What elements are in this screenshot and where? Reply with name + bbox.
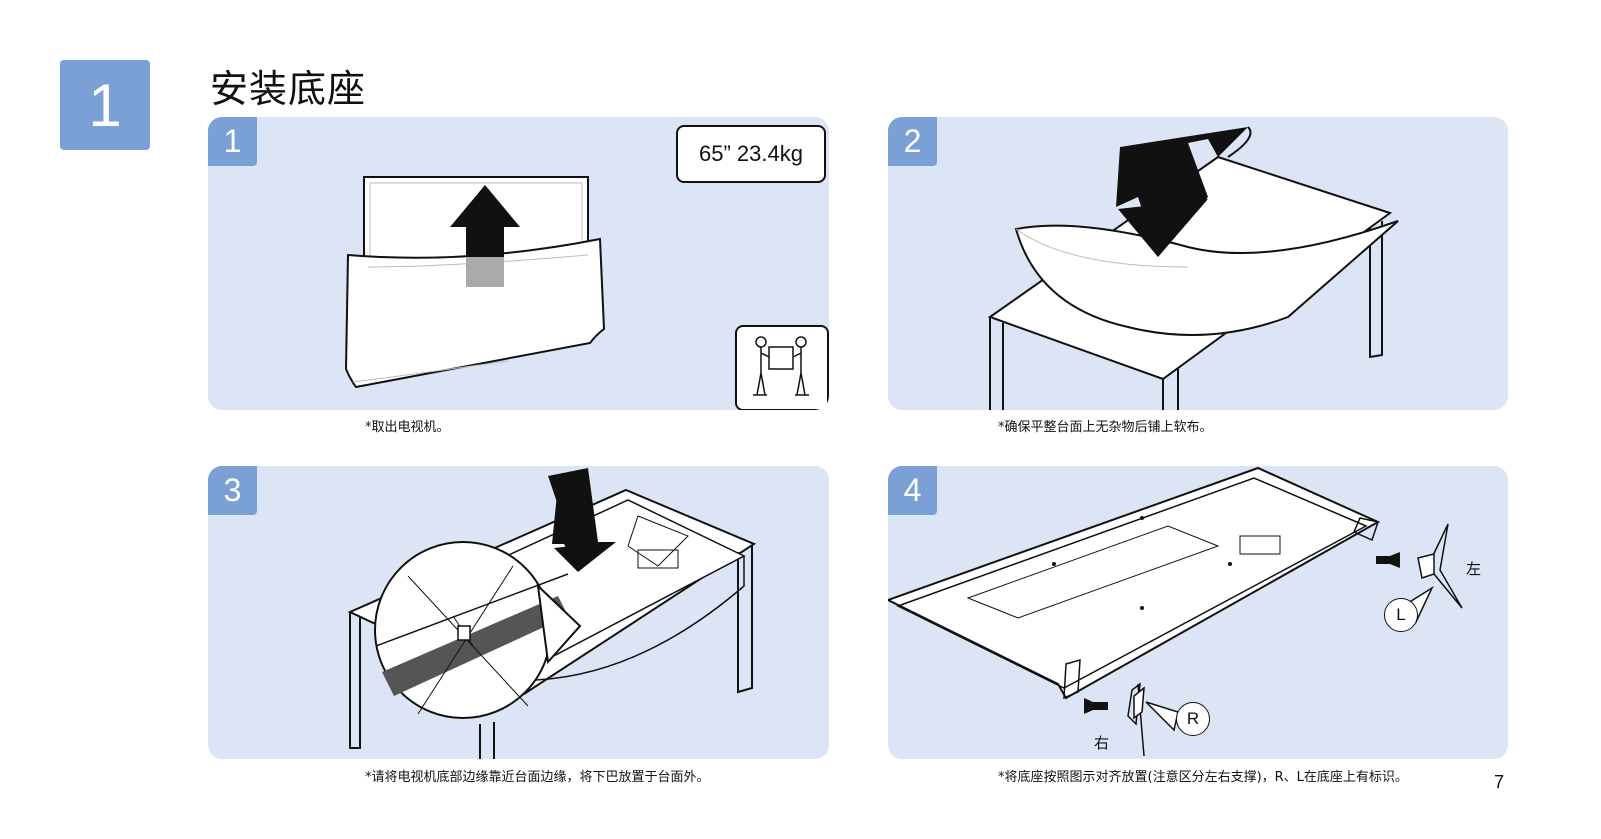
tv-on-table-illustration	[347, 468, 757, 759]
step-4-panel: 4 左 右 L R	[888, 466, 1508, 759]
right-side-label: 右	[1094, 734, 1110, 752]
step-3-panel: 3	[208, 466, 829, 759]
step-badge: 3	[208, 466, 257, 515]
step-badge: 4	[888, 466, 937, 515]
stand-alignment-illustration	[888, 466, 1463, 757]
step-4-caption: *将底座按照图示对齐放置(注意区分左右支撑)，R、L在底座上有标识。	[998, 770, 1408, 785]
tv-unboxing-illustration	[344, 176, 606, 389]
left-side-label: 左	[1466, 560, 1482, 578]
page-title: 安装底座	[210, 67, 367, 111]
step-2-panel: 2	[888, 117, 1508, 410]
two-person-lift-icon	[735, 325, 829, 410]
chapter-step-badge: 1	[60, 60, 150, 150]
weight-label: 65” 23.4kg	[676, 125, 826, 183]
step-badge: 2	[888, 117, 937, 166]
step-1-caption: *取出电视机。	[365, 420, 450, 435]
step-3-caption: *请将电视机底部边缘靠近台面边缘，将下巴放置于台面外。	[365, 770, 710, 785]
table-cloth-illustration	[987, 126, 1399, 410]
page-number: 7	[1494, 772, 1505, 792]
step-1-panel: 1 65” 23.4kg	[208, 117, 829, 410]
step-2-caption: *确保平整台面上无杂物后铺上软布。	[998, 420, 1213, 435]
left-stand-mark: L	[1384, 598, 1418, 632]
right-stand-mark: R	[1176, 702, 1210, 736]
step-badge: 1	[208, 117, 257, 166]
